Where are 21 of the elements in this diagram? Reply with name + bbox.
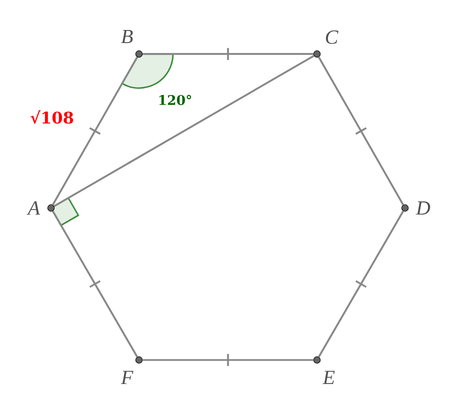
node-label: E	[322, 370, 335, 384]
segment	[142, 359, 314, 361]
node-label: C	[326, 30, 338, 44]
point: D	[401, 201, 430, 215]
segment	[318, 210, 404, 358]
node-label: D	[416, 201, 430, 215]
segment	[52, 210, 138, 358]
node-label: F	[120, 370, 134, 384]
measure-label: √108	[30, 110, 74, 124]
point: C	[313, 30, 338, 58]
point: B	[121, 30, 143, 58]
node-label: A	[26, 201, 40, 215]
segment	[52, 56, 138, 206]
point: A	[26, 201, 55, 215]
point: E	[313, 356, 335, 384]
segment	[318, 56, 404, 206]
measure-label: 120°	[159, 94, 192, 106]
point: F	[120, 356, 143, 384]
node-label: B	[121, 30, 133, 44]
segment	[54, 55, 314, 207]
segment	[142, 53, 314, 55]
